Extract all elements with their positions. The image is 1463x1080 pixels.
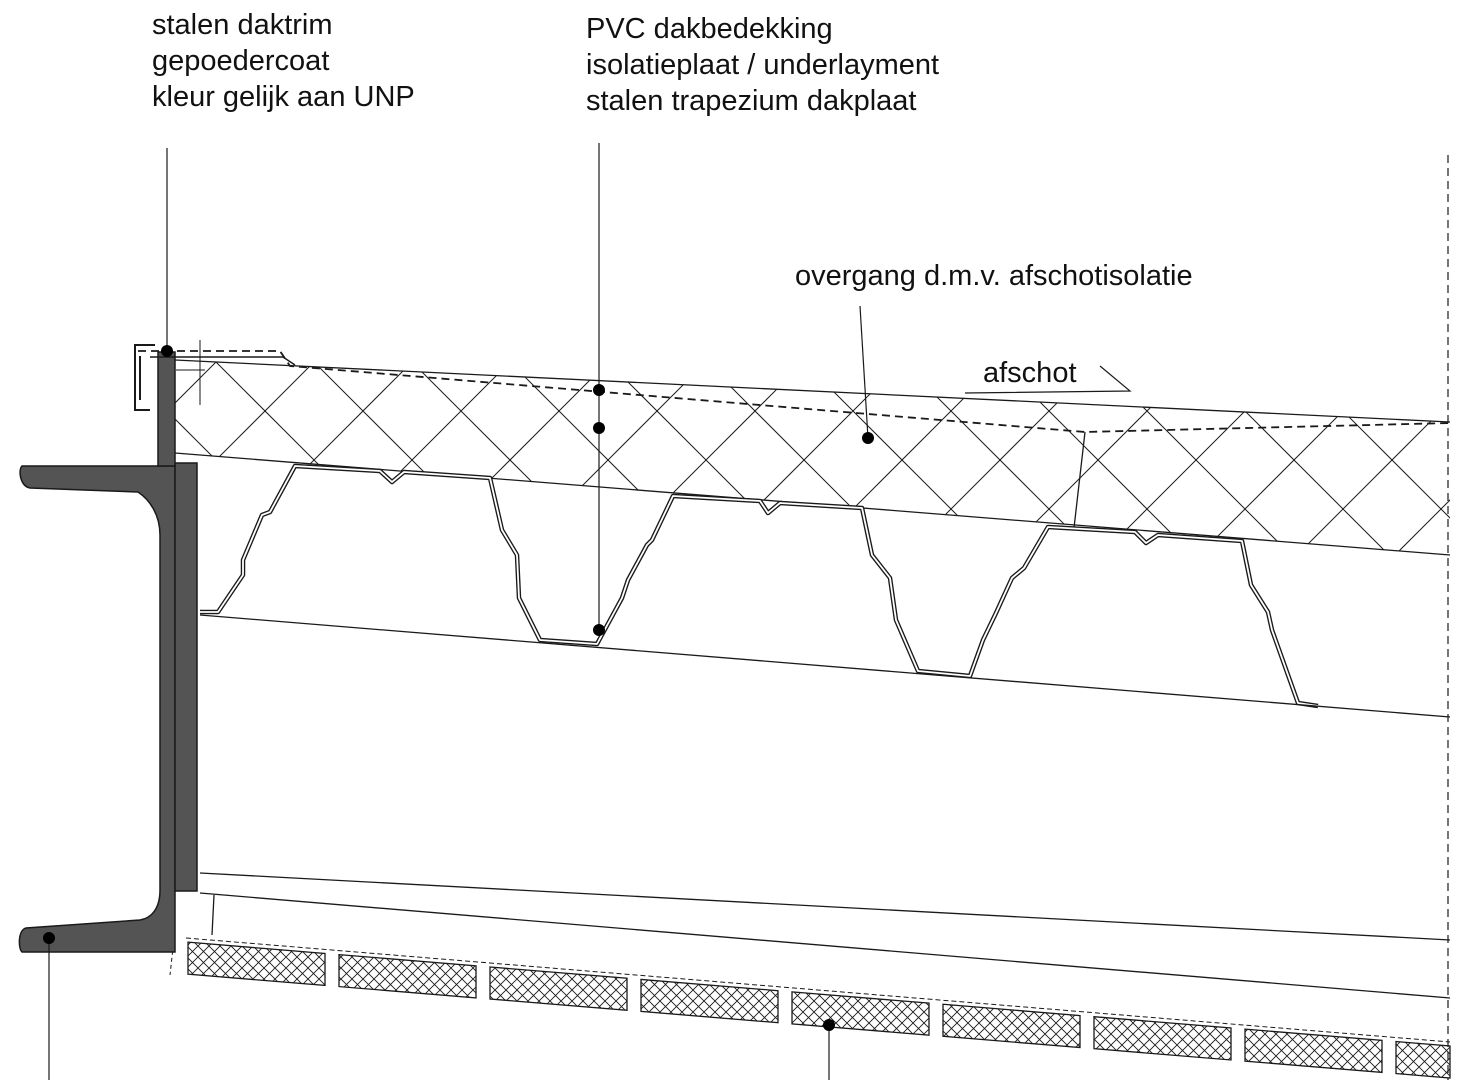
ceiling-panel bbox=[1395, 1040, 1451, 1079]
label-daktrim-1: stalen daktrim bbox=[152, 9, 333, 41]
ceiling-panels bbox=[187, 941, 1451, 1079]
slope-arrow bbox=[964, 365, 1132, 394]
ceiling-panel bbox=[338, 953, 477, 999]
label-transition: overgang d.m.v. afschotisolatie bbox=[795, 260, 1193, 292]
pvc-roofing-line bbox=[138, 350, 1451, 433]
leader-daktrim bbox=[161, 148, 173, 357]
leader-roof-layers bbox=[593, 143, 605, 636]
trapezoidal-deck-profile bbox=[200, 463, 1319, 709]
label-roof-2: isolatieplaat / underlayment bbox=[586, 49, 939, 81]
label-roof-3: stalen trapezium dakplaat bbox=[586, 85, 916, 117]
ceiling-panel bbox=[791, 991, 930, 1036]
leader-transition bbox=[859, 305, 874, 444]
ceiling-panel bbox=[187, 941, 326, 987]
deck-bottom-line bbox=[199, 614, 1451, 718]
ceiling-panel bbox=[1244, 1028, 1383, 1074]
unp-channel bbox=[18, 465, 176, 953]
ceiling-panel bbox=[640, 978, 779, 1024]
label-daktrim-3: kleur gelijk aan UNP bbox=[152, 81, 415, 113]
label-daktrim-2: gepoedercoat bbox=[152, 45, 329, 77]
leader-unp bbox=[43, 932, 55, 1080]
leader-ceiling bbox=[823, 1019, 835, 1080]
daktrim-profile bbox=[134, 344, 155, 411]
steel-upstand bbox=[157, 351, 176, 467]
label-roof-1: PVC dakbedekking bbox=[586, 13, 833, 45]
ceiling-panel bbox=[1093, 1016, 1232, 1061]
ceiling-lines bbox=[169, 872, 1451, 1043]
label-slope: afschot bbox=[983, 357, 1077, 389]
steel-end-plate bbox=[174, 462, 198, 892]
ceiling-panel bbox=[489, 966, 628, 1011]
ceiling-panel bbox=[942, 1003, 1081, 1049]
